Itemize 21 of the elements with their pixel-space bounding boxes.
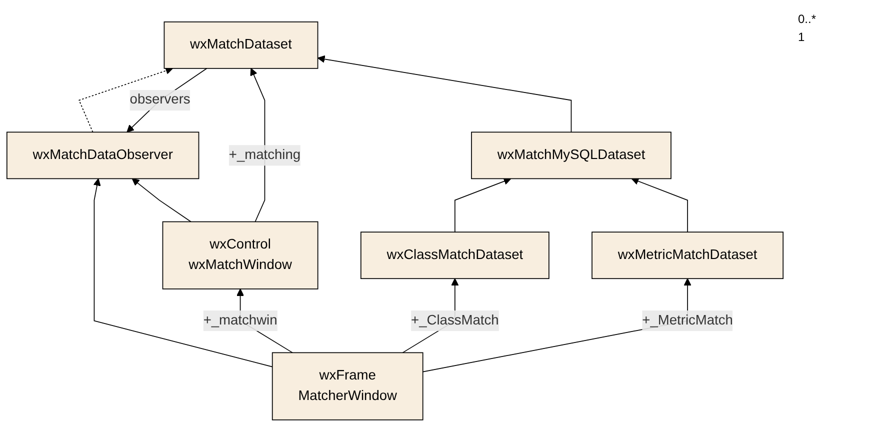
edge-label: observers — [130, 92, 190, 107]
node-box: wxFrame MatcherWindow — [272, 352, 424, 420]
arrow — [631, 177, 688, 232]
node-box: wxMatchDataset — [164, 21, 318, 68]
edge-label: +_ClassMatch — [411, 312, 499, 328]
multiplicity-label: 0..* — [798, 12, 818, 26]
arrow — [126, 68, 208, 132]
node-box: wxControl wxMatchWindow — [162, 220, 318, 289]
edge-label: +_MetricMatch — [642, 312, 733, 328]
node-box: wxMetricMatchDataset — [592, 231, 784, 279]
multiplicity-label: 1 — [798, 30, 806, 44]
node-box: wxMatchDataObserver — [6, 131, 200, 179]
edge-label: +_matchwin — [203, 312, 278, 328]
node-box: wxClassMatchDataset — [360, 231, 550, 279]
node-box: wxMatchMySQLDataset — [471, 131, 672, 179]
arrow — [132, 178, 192, 222]
arrow — [78, 66, 174, 132]
arrow — [454, 177, 512, 232]
edge-label: +_matching — [228, 147, 301, 162]
arrow — [93, 178, 273, 367]
arrow — [317, 54, 572, 132]
